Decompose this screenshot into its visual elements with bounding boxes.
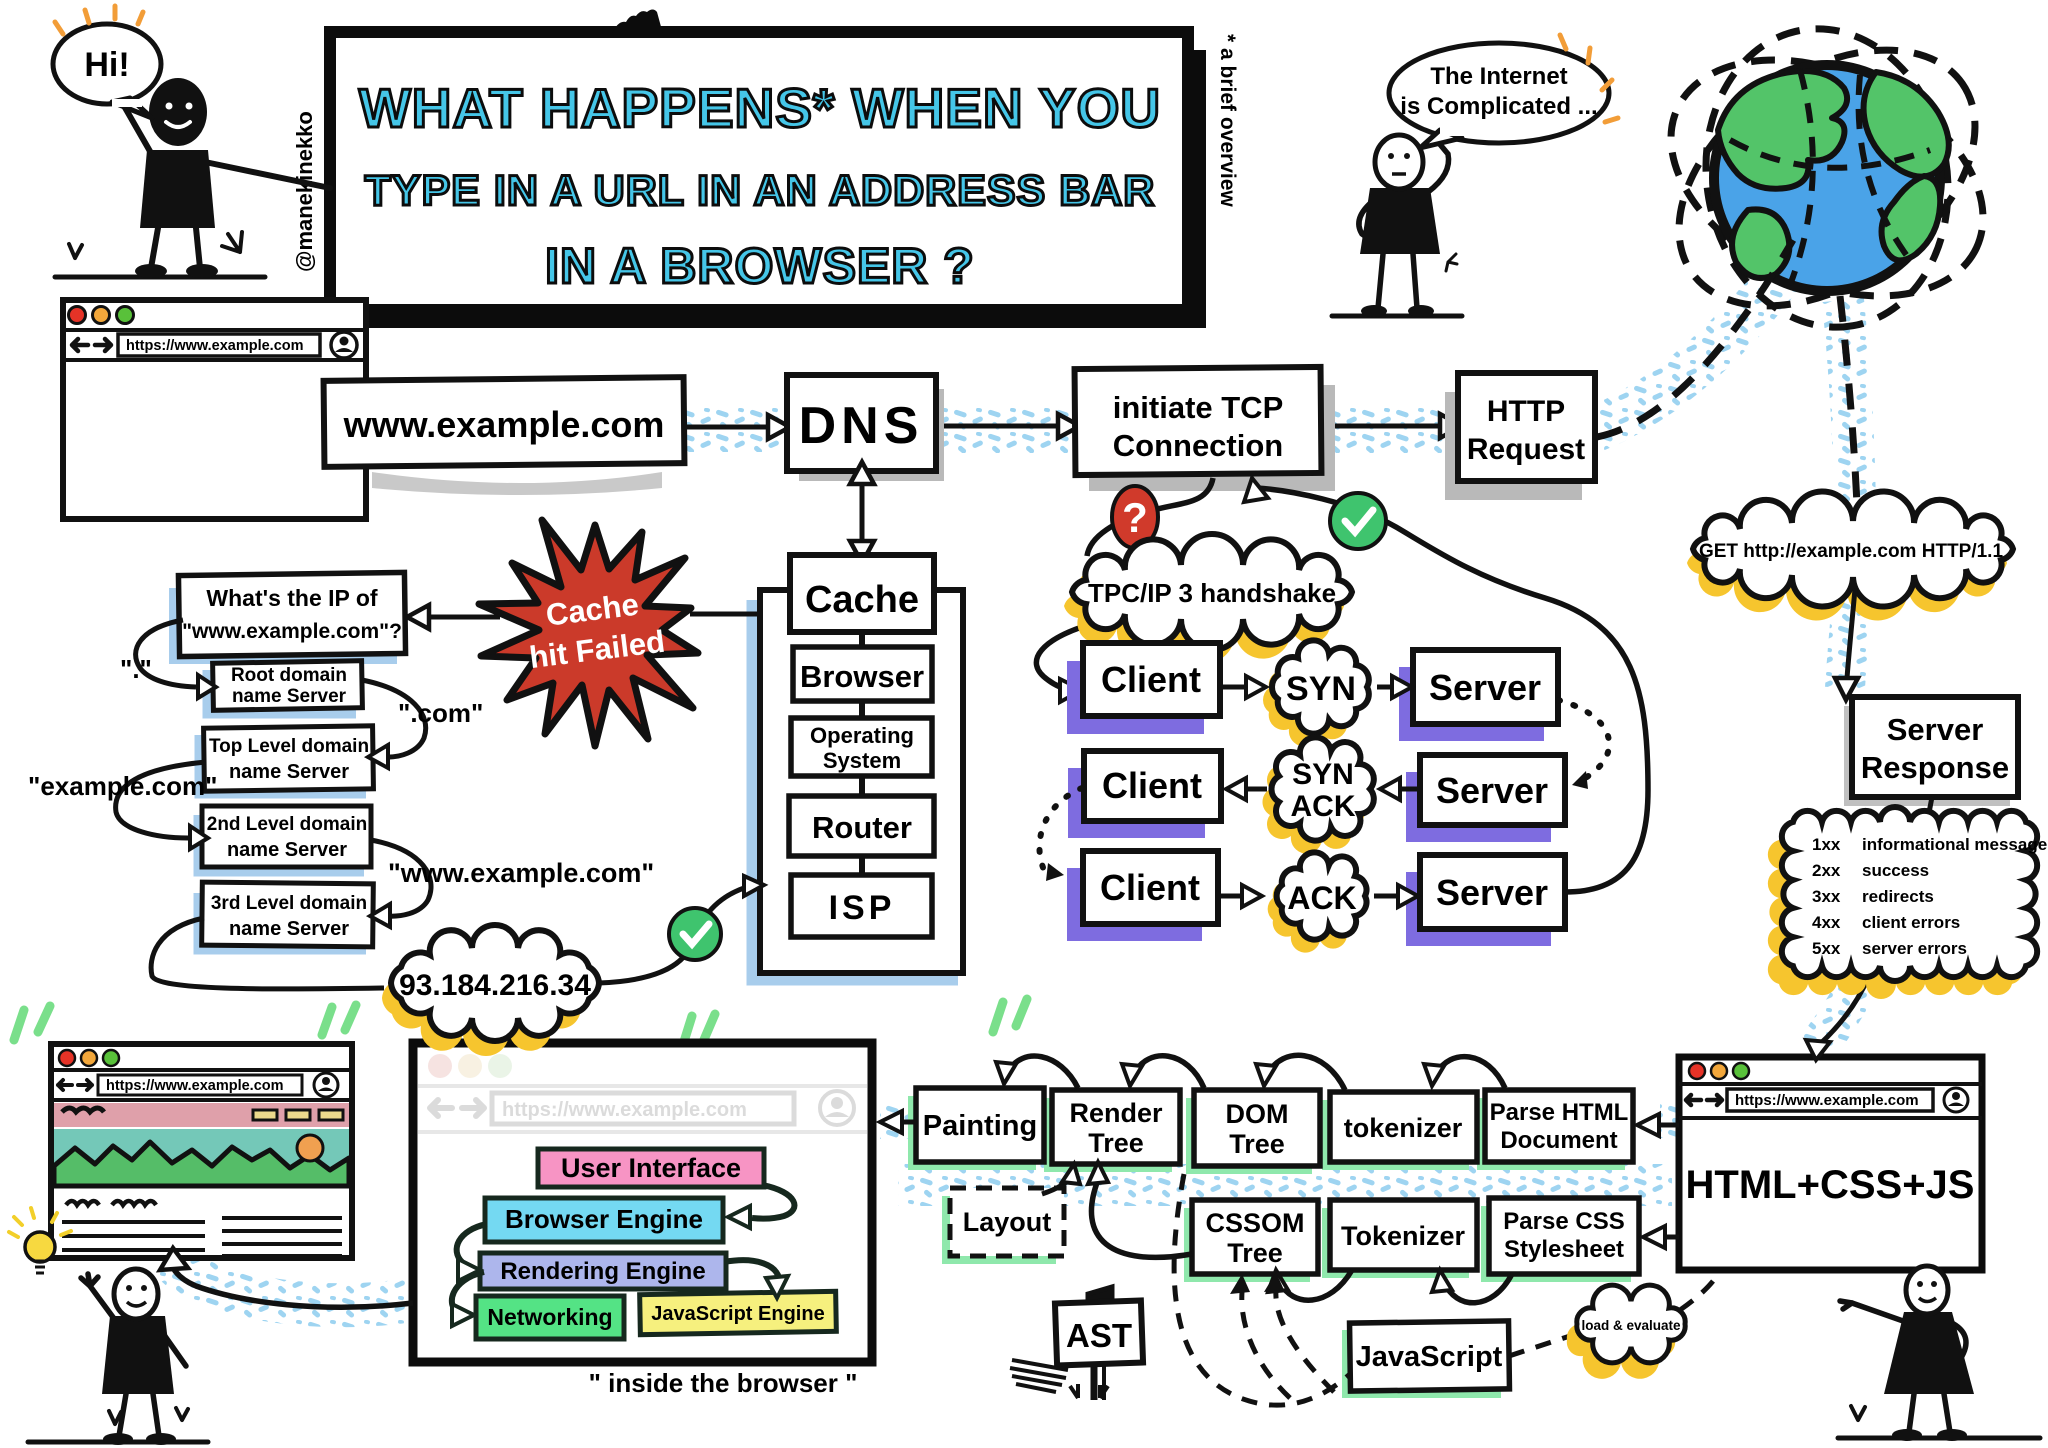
svg-text:?: ?: [1122, 494, 1148, 541]
svg-text:JavaScript: JavaScript: [1356, 1341, 1503, 1373]
svg-text:SYN: SYN: [1286, 670, 1356, 708]
svg-text:success: success: [1862, 861, 1929, 880]
svg-text:Layout: Layout: [963, 1207, 1052, 1237]
svg-text:Root domain: Root domain: [231, 665, 347, 686]
svg-text:AST: AST: [1066, 1317, 1132, 1354]
svg-text:Tree: Tree: [1088, 1128, 1144, 1158]
svg-text:* a brief overview: * a brief overview: [1216, 34, 1239, 207]
svg-text:WHAT HAPPENS* WHEN YOU: WHAT HAPPENS* WHEN YOU: [359, 77, 1161, 139]
svg-text:Request: Request: [1467, 433, 1585, 466]
svg-text:name Server: name Server: [229, 761, 349, 783]
svg-text:Browser: Browser: [800, 659, 924, 694]
svg-text:System: System: [823, 748, 901, 773]
svg-text:tokenizer: tokenizer: [1344, 1113, 1463, 1143]
svg-text:Rendering Engine: Rendering Engine: [500, 1258, 705, 1285]
svg-text:Server: Server: [1436, 770, 1548, 811]
svg-text:3rd Level domain: 3rd Level domain: [211, 893, 367, 914]
svg-text:DOM: DOM: [1226, 1099, 1289, 1129]
svg-text:initiate TCP: initiate TCP: [1113, 390, 1284, 425]
svg-text:2nd Level domain: 2nd Level domain: [207, 814, 367, 835]
svg-text:Connection: Connection: [1113, 428, 1284, 463]
svg-text:Tokenizer: Tokenizer: [1341, 1221, 1466, 1251]
svg-text:Server: Server: [1887, 712, 1984, 747]
svg-text:Document: Document: [1500, 1127, 1617, 1154]
svg-text:name Server: name Server: [232, 686, 347, 707]
svg-text:Networking: Networking: [487, 1304, 612, 1330]
svg-text:Router: Router: [812, 810, 912, 845]
svg-text:https://www.example.com: https://www.example.com: [1735, 1092, 1919, 1109]
svg-text:ACK: ACK: [1287, 880, 1356, 916]
svg-text:ACK: ACK: [1291, 790, 1356, 823]
svg-text:load & evaluate: load & evaluate: [1581, 1318, 1681, 1333]
svg-text:Cache: Cache: [805, 579, 919, 621]
svg-text:IN A BROWSER ?: IN A BROWSER ?: [545, 238, 975, 294]
svg-text:Parse CSS: Parse CSS: [1503, 1208, 1624, 1235]
svg-text:4xx: 4xx: [1812, 913, 1841, 932]
svg-text:What's the IP of: What's the IP of: [206, 585, 378, 611]
svg-text:client errors: client errors: [1862, 913, 1960, 932]
svg-text:informational message: informational message: [1862, 835, 2047, 854]
svg-text:Stylesheet: Stylesheet: [1504, 1236, 1624, 1263]
svg-text:2xx: 2xx: [1812, 861, 1841, 880]
svg-text:TPC/IP 3 handshake: TPC/IP 3 handshake: [1088, 578, 1336, 608]
svg-text:ISP: ISP: [829, 889, 896, 927]
svg-text:@manekinekko: @manekinekko: [292, 111, 317, 272]
svg-text:1xx: 1xx: [1812, 835, 1841, 854]
svg-text:server errors: server errors: [1862, 939, 1967, 958]
svg-text:Render: Render: [1069, 1098, 1163, 1128]
svg-text:https://www.example.com: https://www.example.com: [106, 1078, 284, 1094]
svg-text:"www.example.com"?: "www.example.com"?: [182, 620, 402, 643]
svg-text:https://www.example.com: https://www.example.com: [126, 338, 304, 354]
svg-text:Tree: Tree: [1227, 1238, 1283, 1268]
svg-text:Server: Server: [1429, 667, 1541, 708]
svg-text:Operating: Operating: [810, 723, 914, 748]
svg-text:Server: Server: [1436, 872, 1548, 913]
svg-text:www.example.com: www.example.com: [343, 404, 665, 445]
svg-text:" inside the browser ": " inside the browser ": [589, 1368, 858, 1398]
svg-text:SYN: SYN: [1292, 758, 1354, 791]
svg-text:".com": ".com": [398, 698, 483, 728]
svg-text:Client: Client: [1100, 867, 1200, 908]
svg-text:name Server: name Server: [227, 839, 347, 861]
svg-text:DNS: DNS: [799, 397, 924, 455]
svg-text:The Internet: The Internet: [1430, 63, 1567, 90]
svg-text:name Server: name Server: [229, 918, 349, 940]
svg-text:".": ".": [120, 654, 152, 684]
svg-text:Parse HTML: Parse HTML: [1490, 1099, 1629, 1126]
svg-text:is Complicated ...: is Complicated ...: [1400, 93, 1597, 120]
svg-text:Response: Response: [1861, 750, 2009, 785]
svg-text:93.184.216.34: 93.184.216.34: [399, 969, 591, 1002]
svg-text:Painting: Painting: [923, 1110, 1037, 1142]
svg-text:CSSOM: CSSOM: [1205, 1208, 1304, 1238]
svg-text:"example.com": "example.com": [28, 771, 217, 801]
svg-text:"www.example.com": "www.example.com": [388, 858, 654, 888]
svg-text:GET http://example.com HTTP/: GET http://example.com HTTP/1.1: [1699, 541, 2003, 562]
svg-text:Tree: Tree: [1229, 1129, 1285, 1159]
svg-text:Client: Client: [1102, 765, 1202, 806]
svg-text:User Interface: User Interface: [561, 1153, 741, 1183]
svg-text:Hi!: Hi!: [84, 46, 129, 84]
svg-text:Browser Engine: Browser Engine: [505, 1204, 703, 1234]
svg-text:redirects: redirects: [1862, 887, 1934, 906]
svg-text:Top Level domain: Top Level domain: [209, 736, 369, 757]
svg-text:HTML+CSS+JS: HTML+CSS+JS: [1686, 1163, 1975, 1207]
svg-text:JavaScript Engine: JavaScript Engine: [651, 1303, 824, 1325]
svg-text:5xx: 5xx: [1812, 939, 1841, 958]
svg-text:3xx: 3xx: [1812, 887, 1841, 906]
svg-text:HTTP: HTTP: [1487, 395, 1565, 428]
svg-text:Client: Client: [1101, 659, 1201, 700]
svg-text:https://www.example.com: https://www.example.com: [502, 1099, 747, 1121]
svg-text:TYPE IN A URL IN AN ADDRESS BA: TYPE IN A URL IN AN ADDRESS BAR: [365, 167, 1156, 215]
